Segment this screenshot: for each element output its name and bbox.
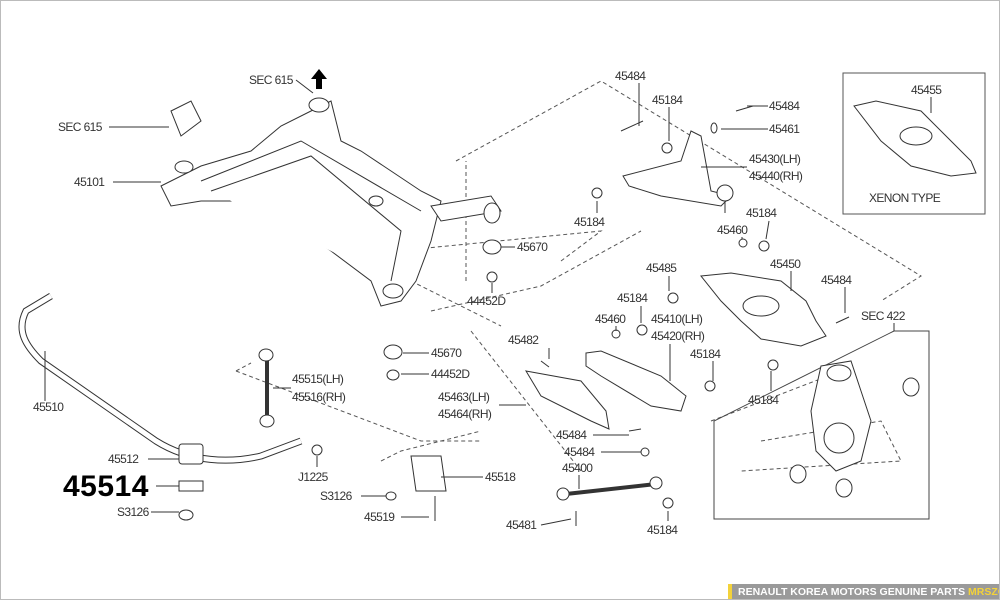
label-s3126-b: S3126	[320, 489, 352, 503]
label-45484-e: 45484	[821, 273, 852, 287]
label-45518: 45518	[485, 470, 516, 484]
label-45184-d: 45184	[617, 291, 648, 305]
footer-brand: MRSZONE	[968, 586, 999, 598]
label-45481: 45481	[506, 518, 537, 532]
label-45464: 45464(RH)	[438, 407, 492, 421]
lateral-rod	[556, 447, 674, 526]
label-45485: 45485	[646, 261, 677, 275]
label-45484-c: 45484	[556, 428, 587, 442]
label-xenon-type: XENON TYPE	[869, 191, 941, 205]
label-45484-d: 45484	[564, 445, 595, 459]
label-45101: 45101	[74, 175, 105, 189]
label-45440: 45440(RH)	[749, 169, 803, 183]
label-45514-highlighted: 45514	[63, 470, 149, 503]
upper-arm	[591, 105, 754, 213]
label-sec615-top: SEC 615	[249, 73, 293, 87]
label-45482: 45482	[508, 333, 539, 347]
knuckle	[789, 360, 920, 498]
label-45484-a: 45484	[615, 69, 646, 83]
sec422-box	[713, 330, 930, 520]
label-sec422: SEC 422	[861, 309, 905, 323]
label-sec615-left: SEC 615	[58, 120, 102, 134]
label-45515: 45515(LH)	[292, 372, 344, 386]
subframe	[160, 97, 502, 381]
bracket-45463	[525, 370, 610, 430]
trailing-arm	[585, 324, 716, 412]
label-45410: 45410(LH)	[651, 312, 703, 326]
label-45670-b: 45670	[431, 346, 462, 360]
label-45184-c: 45184	[746, 206, 777, 220]
dashed-guides	[235, 80, 922, 472]
label-44452d-b: 44452D	[431, 367, 470, 381]
up-arrow-icon	[311, 69, 327, 89]
label-45184-a: 45184	[652, 93, 683, 107]
label-s3126-a: S3126	[117, 505, 149, 519]
label-45510: 45510	[33, 400, 64, 414]
label-45400: 45400	[562, 461, 593, 475]
label-45512: 45512	[108, 452, 139, 466]
label-45184-b: 45184	[574, 215, 605, 229]
label-45460-b: 45460	[595, 312, 626, 326]
xenon-inset-box	[842, 72, 986, 215]
label-45184-e: 45184	[690, 347, 721, 361]
label-44452d-a: 44452D	[467, 294, 506, 308]
label-45463: 45463(LH)	[438, 390, 490, 404]
label-j1225: J1225	[298, 470, 328, 484]
lower-arm	[667, 238, 850, 371]
xenon-arm	[853, 100, 977, 177]
footer-text: RENAULT KOREA MOTORS GENUINE PARTS	[738, 586, 966, 598]
label-45484-b: 45484	[769, 99, 800, 113]
label-45184-g: 45184	[647, 523, 678, 537]
label-45519: 45519	[364, 510, 395, 524]
label-45184-f: 45184	[748, 393, 779, 407]
leader-lines	[44, 79, 932, 526]
label-45430: 45430(LH)	[749, 152, 801, 166]
label-45455: 45455	[911, 83, 942, 97]
label-45460-a: 45460	[717, 223, 748, 237]
label-45670-a: 45670	[517, 240, 548, 254]
label-45461: 45461	[769, 122, 800, 136]
label-45420: 45420(RH)	[651, 329, 705, 343]
label-45450: 45450	[770, 257, 801, 271]
stabilizer-parts	[178, 348, 447, 521]
label-45516: 45516(RH)	[292, 390, 346, 404]
footer-banner: RENAULT KOREA MOTORS GENUINE PARTS MRSZO…	[728, 584, 999, 599]
